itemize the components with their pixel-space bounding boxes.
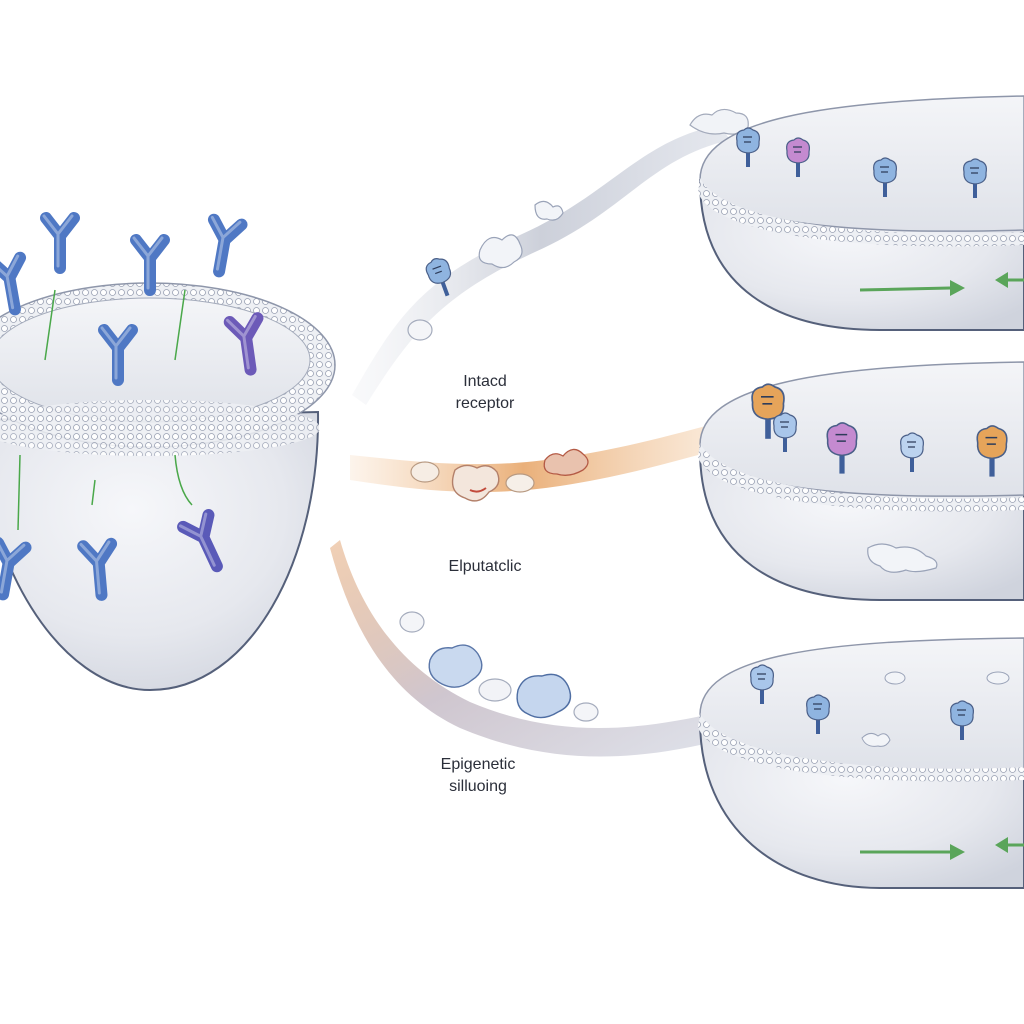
fragment-icon: [867, 543, 938, 573]
label-intact-receptor: Intacd receptor: [430, 371, 540, 415]
right-cell-mutation-icon: [698, 361, 1024, 601]
right-cell-epigenetic-icon: [698, 637, 1024, 889]
pathway-ribbon-epigenetic: [330, 540, 722, 757]
right-cell-intact-icon: [698, 95, 1024, 331]
green-arrow-icon: [859, 272, 1024, 296]
green-arrow-icon: [860, 837, 1024, 860]
pathway-ribbon-intact: [352, 125, 730, 405]
label-epigenetic-silencing: Epigenetic silluoing: [418, 754, 538, 798]
antibody-y-icon: [134, 238, 164, 290]
pathway-ribbon-mutation: [350, 420, 735, 493]
label-epigenetic-line1: Epigenetic: [440, 756, 516, 773]
label-epigenetic-line2: silluoing: [449, 778, 507, 795]
antibody-y-icon: [0, 256, 29, 312]
ribbon-molecules: [399, 108, 749, 722]
antibody-y-icon: [203, 217, 242, 273]
signal-lines: [17, 289, 193, 531]
label-intact-receptor-line1: Intacd: [463, 373, 507, 390]
left-cell-membrane-icon: [0, 282, 336, 692]
label-intact-receptor-line2: receptor: [455, 395, 515, 412]
label-mutation: Elputatclic: [448, 558, 522, 575]
antibody-y-icon: [44, 216, 74, 268]
